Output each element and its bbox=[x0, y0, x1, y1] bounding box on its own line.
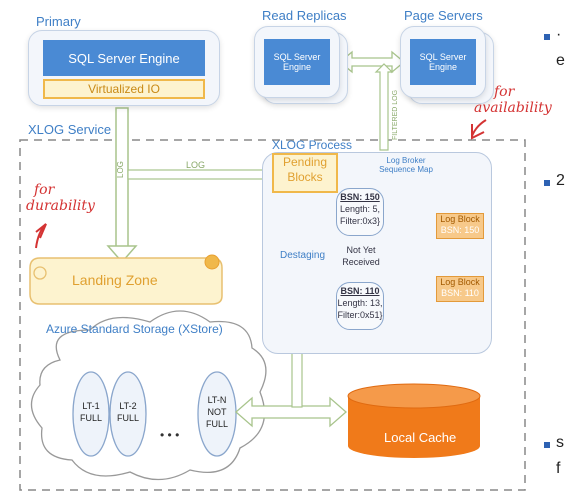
side-text-3: 2 bbox=[556, 172, 565, 189]
storage-cache-arrow bbox=[235, 396, 347, 428]
landing-zone-label: Landing Zone bbox=[72, 272, 158, 288]
replica-box: SQL Server Engine bbox=[254, 26, 340, 98]
primary-title: Primary bbox=[36, 14, 81, 29]
xlog-service-title: XLOG Service bbox=[28, 122, 112, 137]
side-text-1: · bbox=[556, 26, 562, 43]
replicas-title: Read Replicas bbox=[262, 8, 347, 23]
process-cache-arrow bbox=[291, 351, 303, 408]
log-block-bsn-150: Log Block BSN: 150 bbox=[436, 213, 484, 239]
availability-annotation: for availability bbox=[474, 84, 552, 116]
filtered-log-arrow bbox=[374, 63, 394, 151]
storage-title: Azure Standard Storage (XStore) bbox=[46, 322, 223, 336]
log-arrow-vertical bbox=[106, 107, 138, 264]
local-cache-label: Local Cache bbox=[384, 430, 457, 445]
bullet-3 bbox=[544, 442, 550, 448]
side-text-4: s bbox=[556, 434, 564, 451]
ltn-label: LT-N NOT FULL bbox=[205, 395, 228, 429]
durability-annotation-arrow bbox=[35, 223, 47, 249]
side-text-5: f bbox=[556, 460, 561, 477]
xlog-service-border bbox=[19, 139, 526, 491]
primary-engine: SQL Server Engine bbox=[43, 40, 205, 76]
storage-ellipsis: • • • bbox=[160, 428, 180, 442]
log-label-vertical: LOG bbox=[116, 161, 125, 178]
pending-blocks: Pending Blocks bbox=[272, 153, 338, 193]
lt1-label: LT-1 FULL bbox=[79, 401, 102, 423]
availability-annotation-arrow bbox=[471, 119, 487, 140]
page-server-box: SQL Server Engine bbox=[400, 26, 486, 98]
primary-box: SQL Server Engine Virtualized IO bbox=[28, 30, 220, 106]
virtualized-io: Virtualized IO bbox=[43, 79, 205, 99]
page-server-engine: SQL Server Engine bbox=[410, 39, 476, 85]
log-label-horizontal: LOG bbox=[186, 160, 206, 170]
bullet-2 bbox=[544, 180, 550, 186]
durability-annotation: for durability bbox=[26, 182, 95, 214]
storage-cloud bbox=[30, 310, 267, 481]
replica-pageserver-arrow bbox=[338, 50, 406, 74]
map-entry-bsn-150: BSN: 150 Length: 5, Filter:0x3} bbox=[336, 188, 384, 236]
lt2-label: LT-2 FULL bbox=[116, 401, 139, 423]
map-entry-not-yet: Not Yet Received bbox=[342, 245, 380, 267]
destaging-label: Destaging bbox=[280, 250, 326, 261]
xlog-process-title: XLOG Process bbox=[272, 138, 353, 152]
bullet-1 bbox=[544, 34, 550, 40]
page-servers-title: Page Servers bbox=[404, 8, 483, 23]
replica-engine: SQL Server Engine bbox=[264, 39, 330, 85]
side-text-2: e bbox=[556, 52, 565, 69]
filtered-log-label: FILTERED LOG bbox=[392, 89, 399, 140]
local-cache-cylinder bbox=[347, 383, 481, 458]
log-block-bsn-110: Log Block BSN: 110 bbox=[436, 276, 484, 302]
log-broker-map-label: Log Broker Sequence Map bbox=[379, 156, 433, 174]
map-entry-bsn-110: BSN: 110 Length: 13, Filter:0x51} bbox=[336, 282, 384, 330]
landing-zone-shape bbox=[29, 254, 223, 305]
